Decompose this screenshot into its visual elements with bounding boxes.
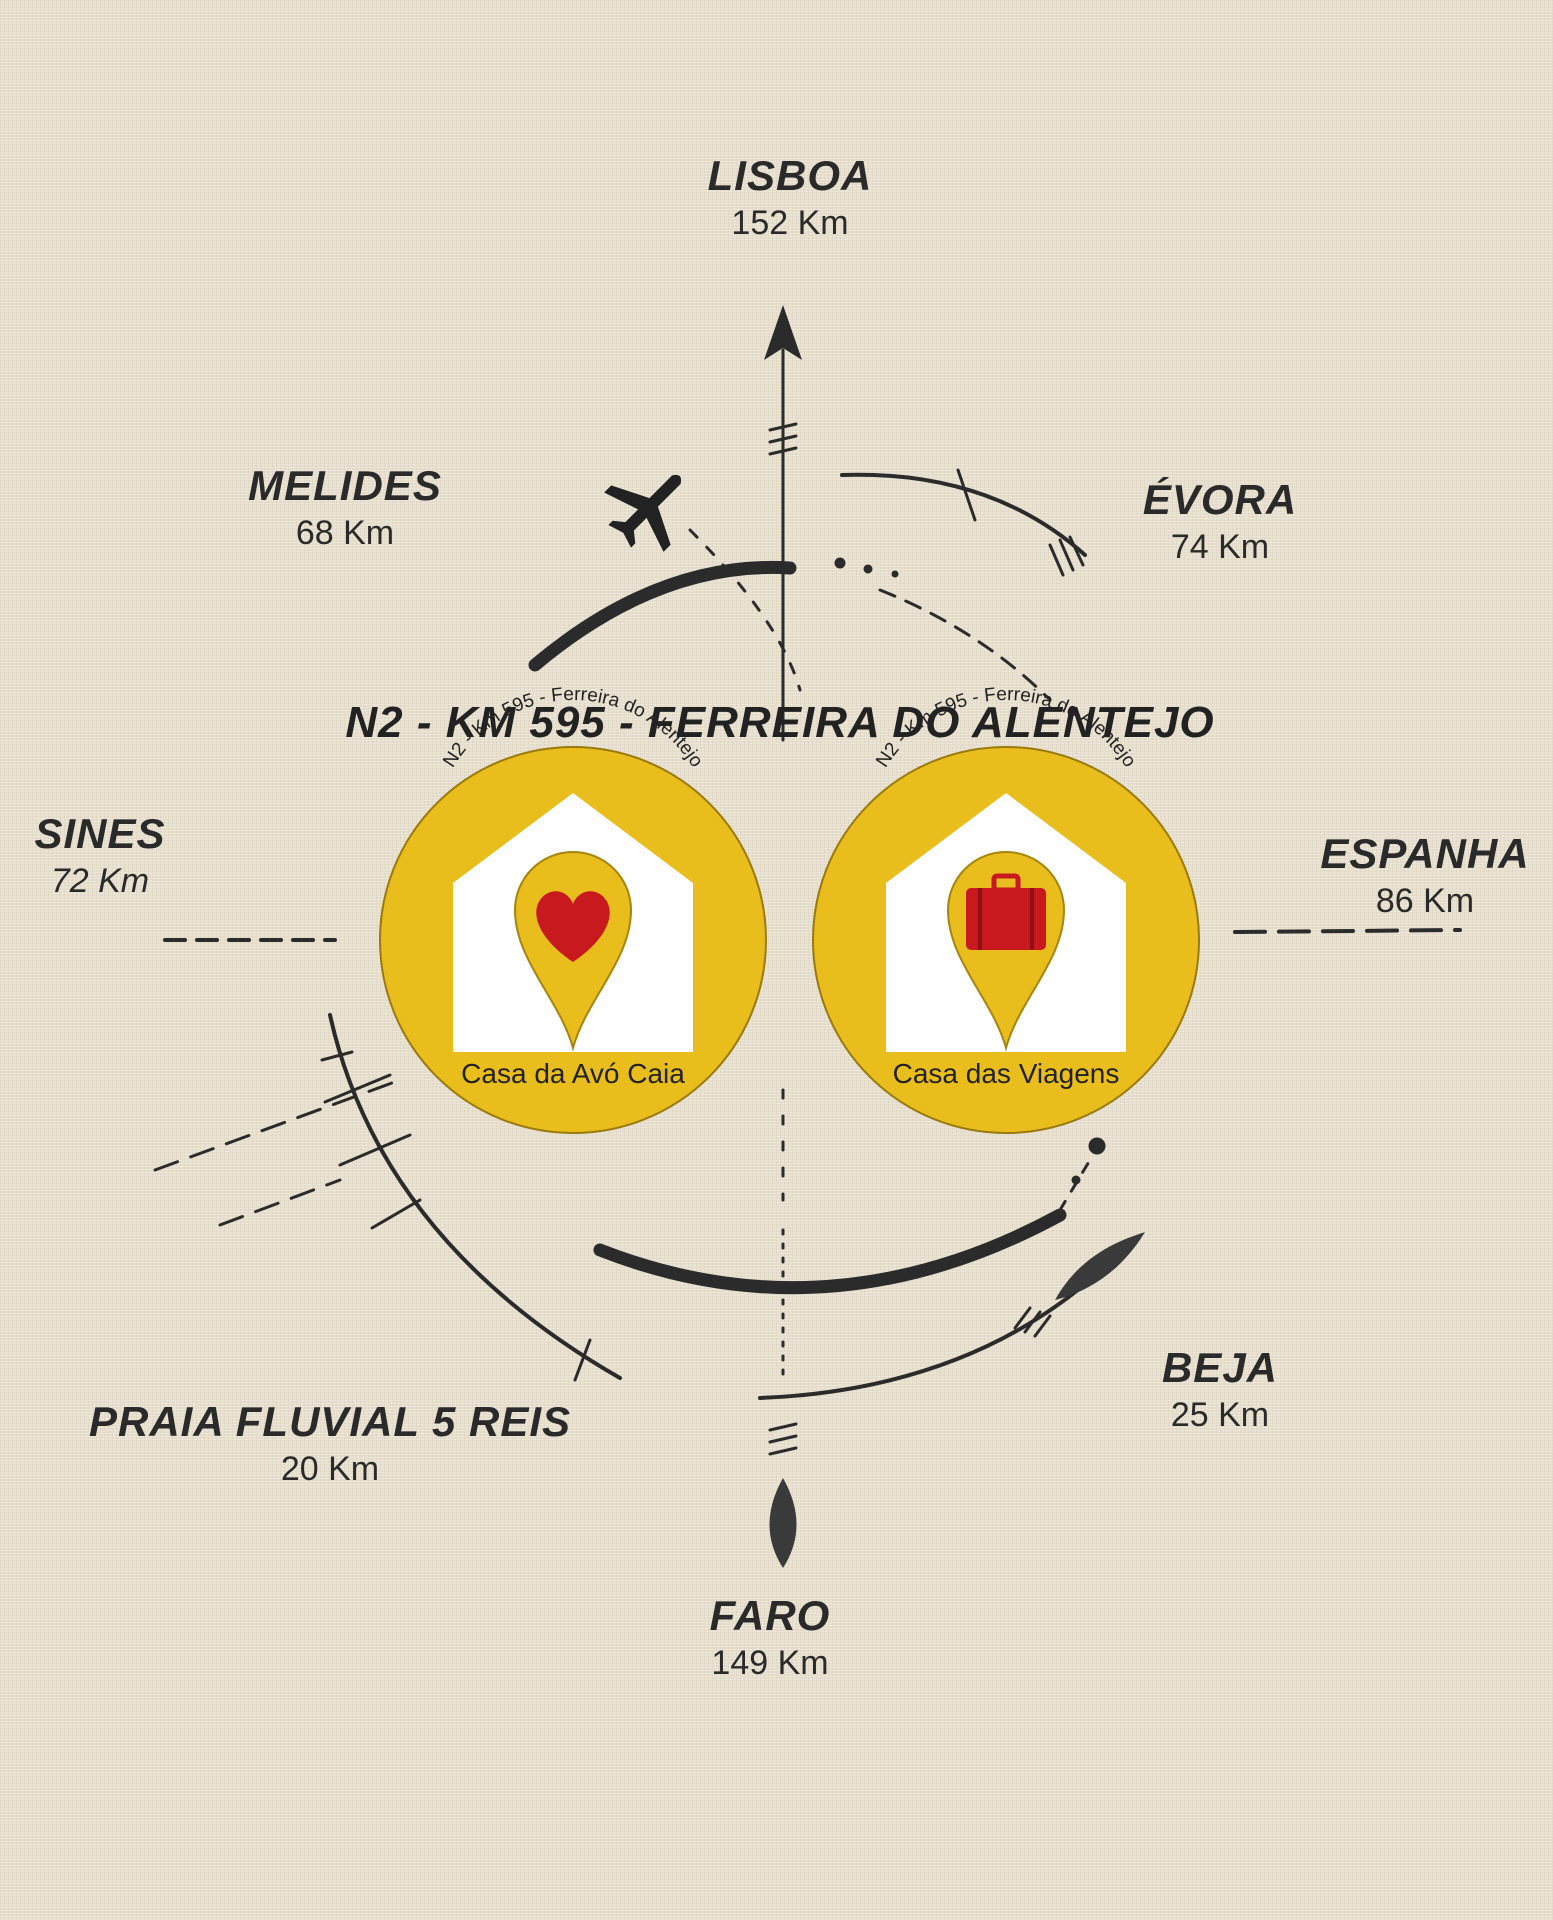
destination-distance: 68 Km (295, 514, 395, 552)
badge-label: Casa das Viagens (893, 1058, 1120, 1089)
destination-faro: FARO 149 Km (670, 1592, 870, 1683)
leaf-marker-icon (1055, 1232, 1145, 1300)
destination-beja: BEJA 25 Km (1130, 1344, 1310, 1435)
destination-melides: MELIDES 68 Km (230, 462, 460, 553)
destination-distance: 25 Km (1170, 1396, 1270, 1434)
destination-praia-fluvial: PRAIA FLUVIAL 5 REIS 20 Km (80, 1398, 580, 1489)
badge-casa-das-viagens: N2 - Km 595 - Ferreira do Alentejo Casa … (812, 684, 1200, 1134)
compass-rose (153, 305, 1462, 1568)
destination-sines: SINES 72 Km (20, 810, 180, 901)
suitcase-icon (966, 873, 1046, 950)
destination-name: FARO (709, 1592, 831, 1639)
destination-name: ESPANHA (1320, 830, 1530, 877)
destination-distance: 152 Km (731, 204, 849, 242)
destination-name: ÉVORA (1142, 476, 1298, 523)
destination-name: SINES (34, 810, 166, 857)
destination-lisboa: LISBOA 152 Km (690, 152, 890, 243)
destination-distance: 149 Km (711, 1644, 829, 1682)
airplane-icon (604, 474, 682, 552)
address-headline: N2 - KM 595 - FERREIRA DO ALENTEJO (345, 698, 1215, 747)
destination-distance: 20 Km (280, 1450, 380, 1488)
north-arrow-icon (764, 305, 802, 360)
south-marker-icon (769, 1478, 797, 1568)
destination-evora: ÉVORA 74 Km (1120, 476, 1320, 567)
destination-distance: 72 Km (50, 862, 150, 900)
destination-distance: 74 Km (1170, 528, 1270, 566)
destination-name: PRAIA FLUVIAL 5 REIS (88, 1398, 572, 1445)
destination-name: MELIDES (248, 462, 442, 509)
destination-espanha: ESPANHA 86 Km (1305, 830, 1545, 921)
destination-name: LISBOA (707, 152, 873, 199)
destination-distance: 86 Km (1375, 882, 1475, 920)
destination-name: BEJA (1161, 1344, 1279, 1391)
badge-label: Casa da Avó Caia (461, 1058, 685, 1089)
badge-casa-da-avo-caia: N2 - Km 595 - Ferreira do Alentejo Casa … (379, 684, 767, 1134)
heart-icon (536, 891, 610, 962)
